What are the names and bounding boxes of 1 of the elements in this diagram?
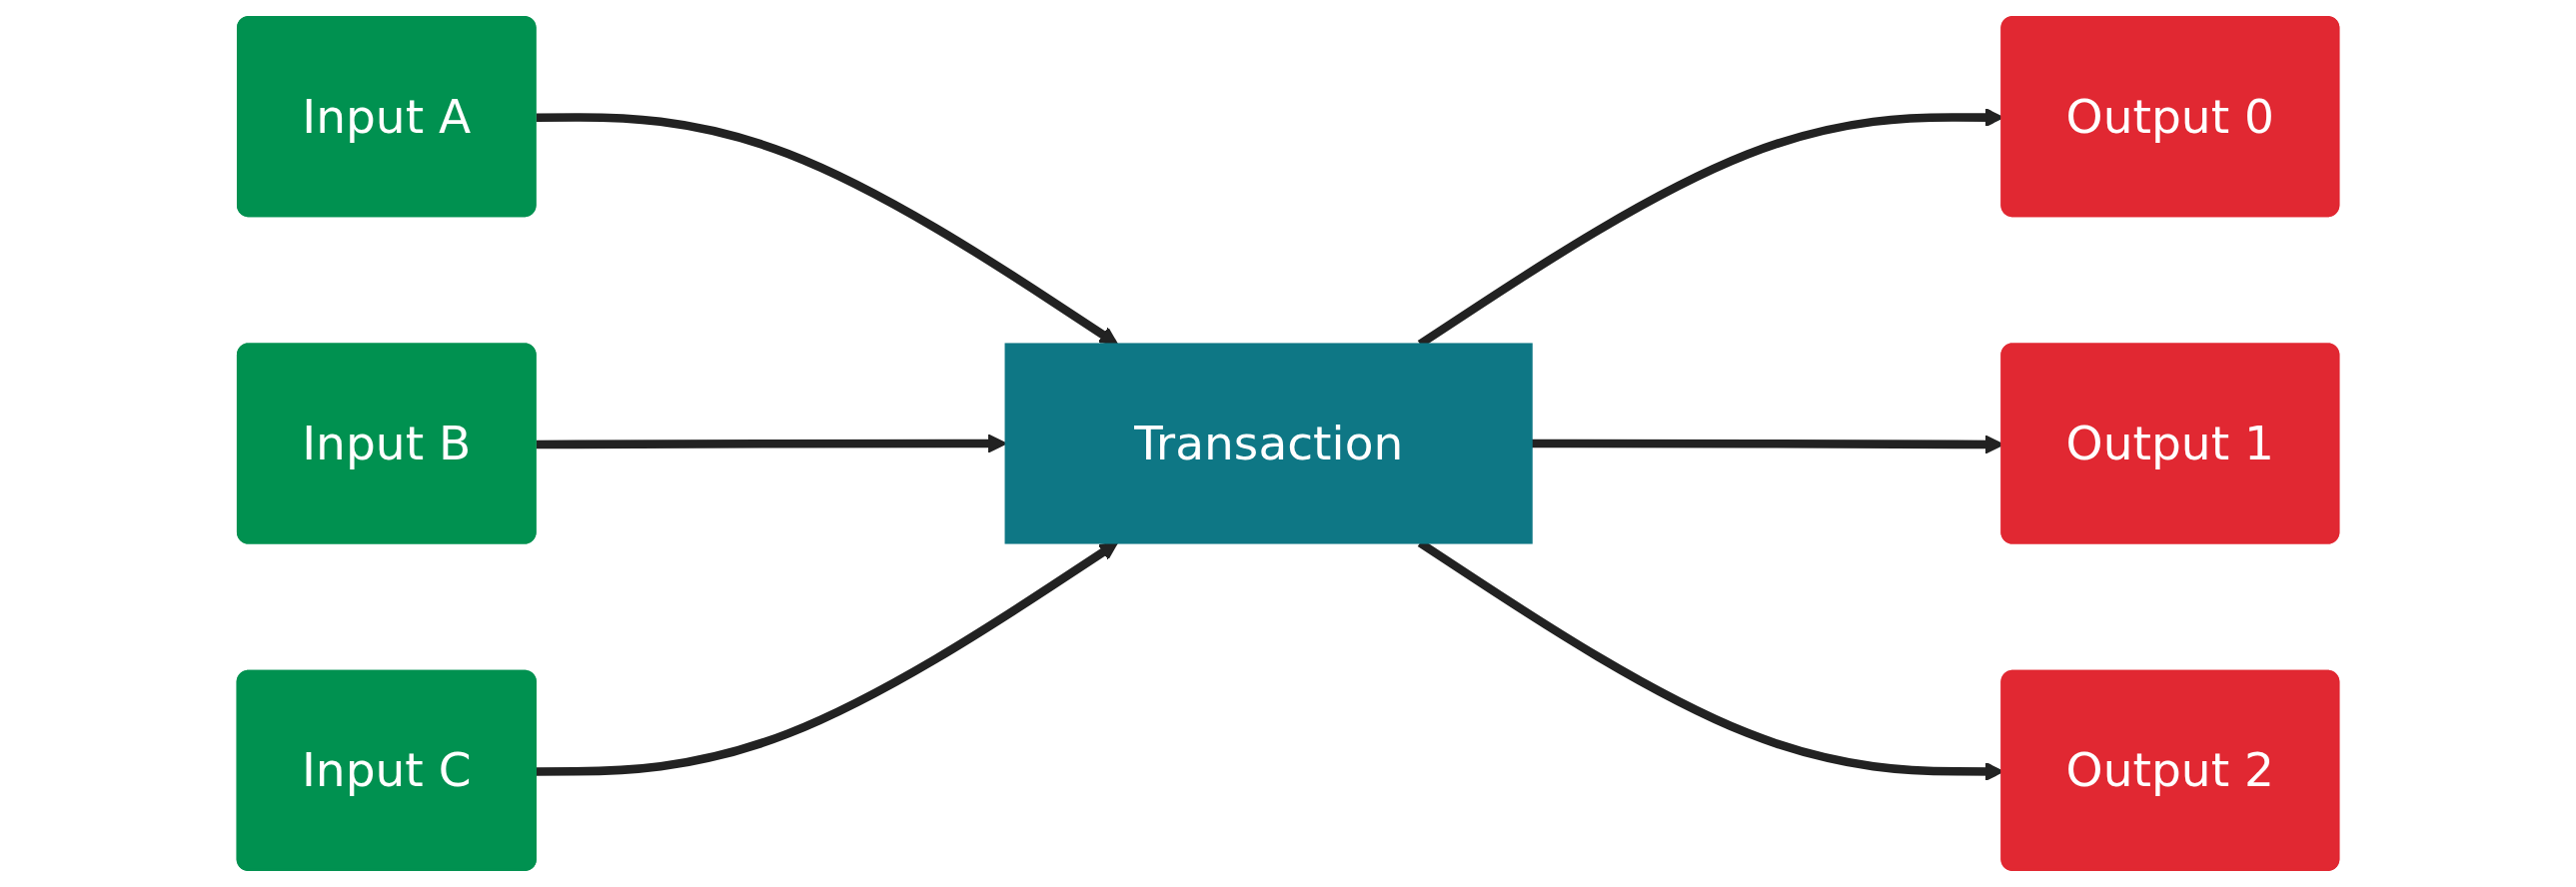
node-box: Transaction <box>1004 343 1533 544</box>
